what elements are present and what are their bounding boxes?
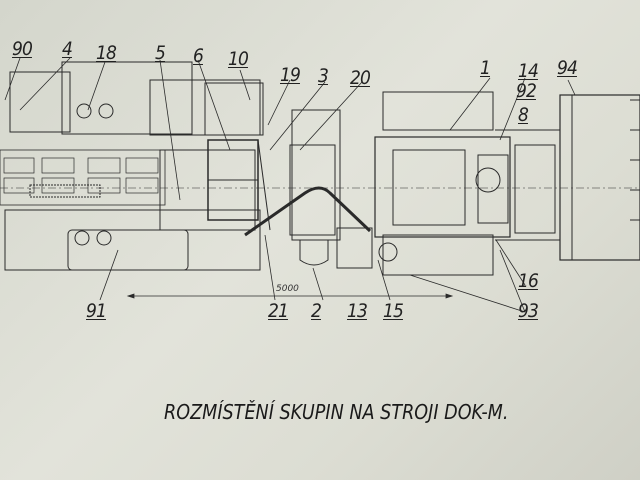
- dimension-line: [126, 293, 454, 299]
- callout-91: 91: [86, 300, 107, 322]
- callout-21: 21: [268, 300, 289, 322]
- cooling-grilles: [3, 157, 159, 194]
- callout-2: 2: [311, 300, 322, 322]
- gearbox-6: [207, 139, 271, 231]
- dimension-label: 5000: [276, 284, 299, 294]
- callout-16: 16: [518, 270, 539, 292]
- rear-section: [0, 61, 264, 271]
- callout-20: 20: [350, 67, 371, 89]
- callout-92: 92: [516, 80, 537, 102]
- callout-4: 4: [62, 38, 73, 60]
- callout-1: 1: [480, 57, 491, 79]
- front-shield-94: [559, 94, 640, 261]
- callout-14: 14: [518, 60, 539, 82]
- callout-15: 15: [383, 300, 404, 322]
- callout-10: 10: [228, 48, 249, 70]
- callout-6: 6: [193, 45, 204, 67]
- callout-19: 19: [280, 64, 301, 86]
- callout-5: 5: [155, 42, 166, 64]
- leader-lines: [4, 57, 576, 313]
- front-cab-section: [374, 91, 560, 276]
- callout-8: 8: [518, 104, 529, 126]
- callout-93: 93: [518, 300, 539, 322]
- middle-section: [244, 109, 398, 269]
- callout-13: 13: [347, 300, 368, 322]
- callout-18: 18: [96, 42, 117, 64]
- callout-3: 3: [318, 65, 329, 87]
- callout-90: 90: [12, 38, 33, 60]
- callout-94: 94: [557, 57, 578, 79]
- drawing-title: ROZMÍSTĚNÍ SKUPIN NA STROJI DOK-M.: [164, 400, 509, 424]
